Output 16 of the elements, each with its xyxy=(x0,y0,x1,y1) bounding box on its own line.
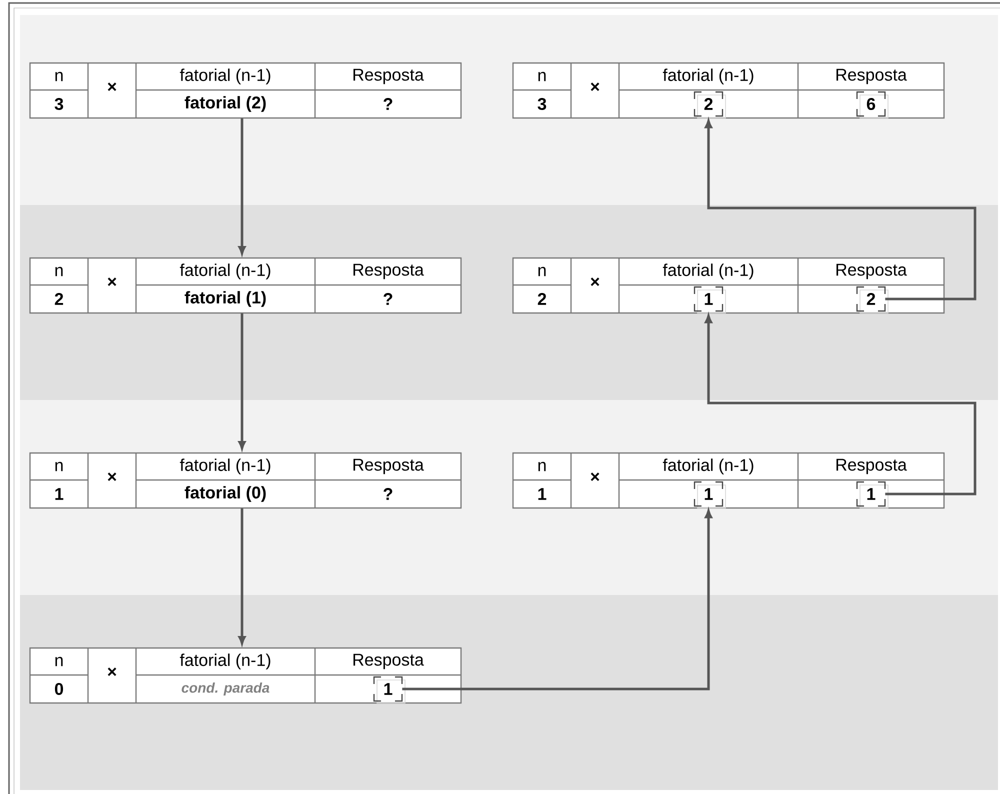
arrow xyxy=(238,313,246,450)
arrow xyxy=(238,508,246,644)
value-box: 2 xyxy=(856,286,888,314)
recursion-table: n × fatorial (n-1) Resposta 3 fatorial (2) ? xyxy=(29,62,462,119)
recursion-table: n × fatorial (n-1) Resposta 2 fatorial (1) ? xyxy=(29,257,462,314)
arrow xyxy=(704,314,976,496)
value-box: 1 xyxy=(856,481,888,508)
value-box: 1 xyxy=(694,286,726,314)
arrow xyxy=(238,118,246,254)
arrow xyxy=(402,510,712,690)
value-box: 1 xyxy=(694,481,726,508)
value-box: 6 xyxy=(856,91,888,118)
arrow xyxy=(704,120,976,300)
value-box: 2 xyxy=(694,91,726,118)
recursion-table: n × fatorial (n-1) Resposta 1 fatorial (0) ? xyxy=(29,452,462,509)
value-box: 1 xyxy=(373,676,406,704)
